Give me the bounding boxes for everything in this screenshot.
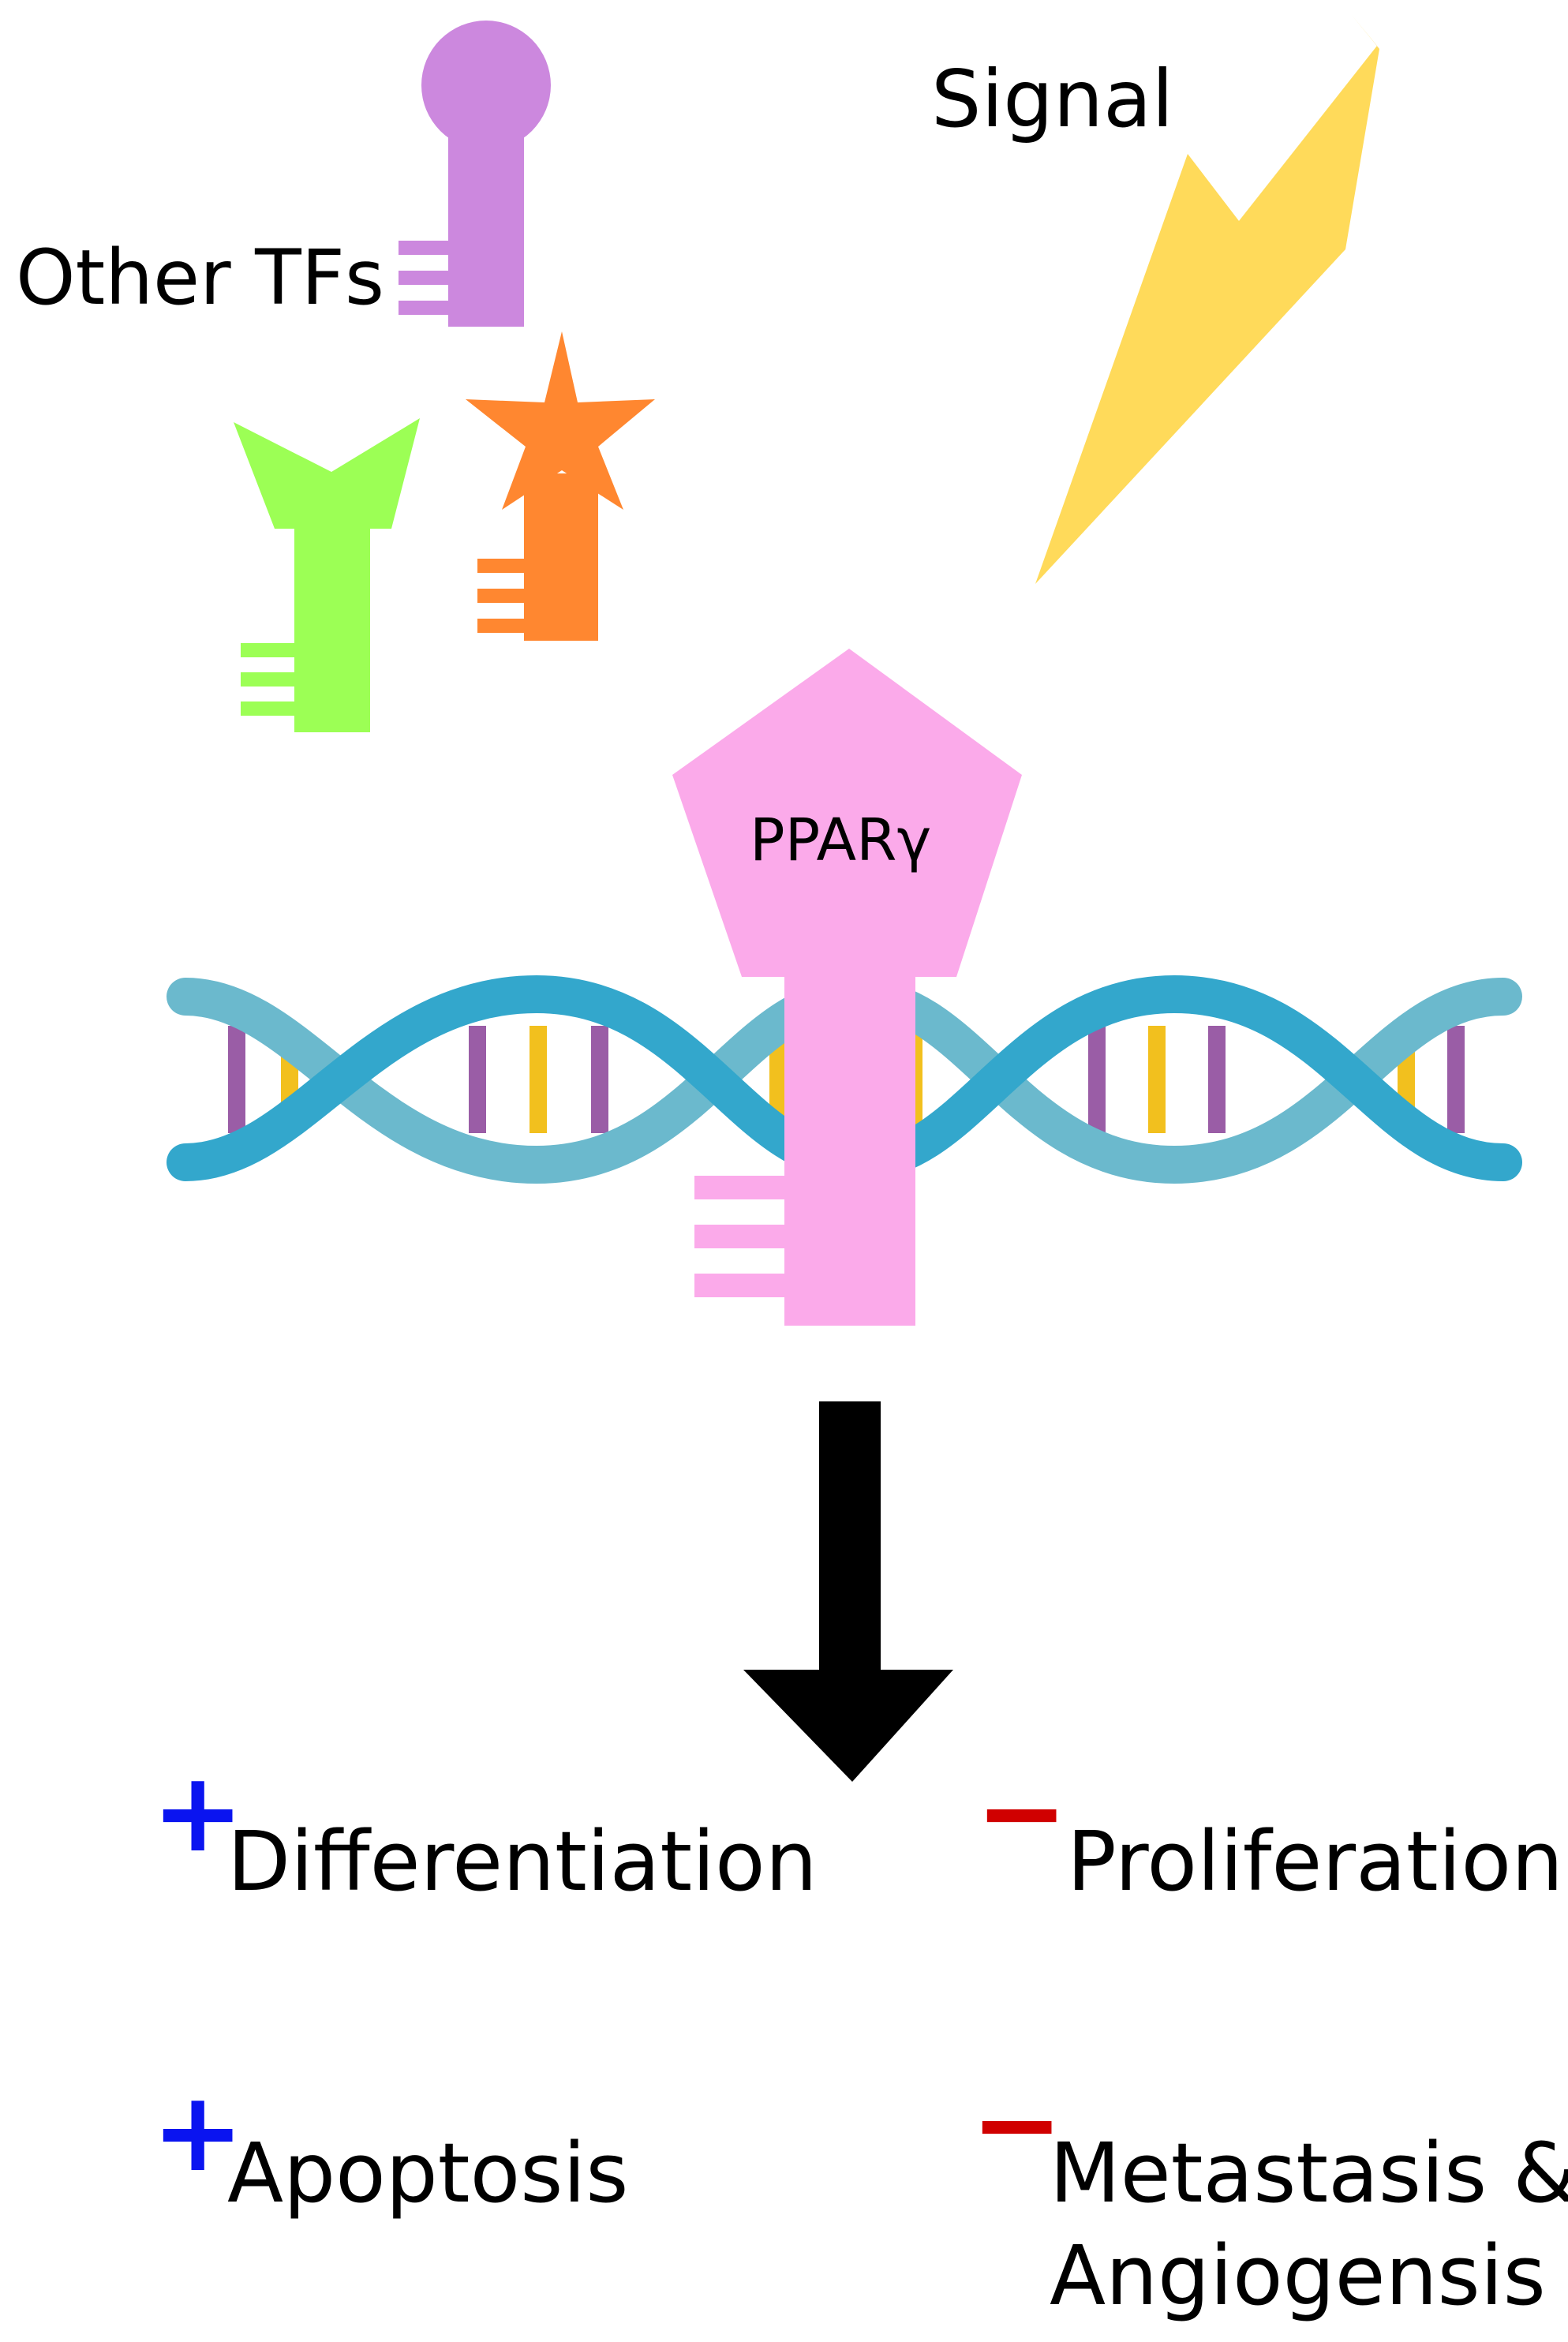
differentiation-plus-sign: + (152, 1749, 244, 1877)
proliferation-minus-sign: − (975, 1749, 1068, 1877)
dna-base-pairs (228, 1026, 1465, 1133)
signal-label: Signal (931, 53, 1173, 145)
orange-tf-shape (466, 331, 655, 641)
metastasis-label-line2: Angiogensis (1050, 2228, 1546, 2324)
ppar-label: PPARγ (750, 806, 931, 874)
metastasis-label-line1: Metastasis & (1050, 2125, 1568, 2221)
proliferation-label: Proliferation (1067, 1813, 1563, 1910)
green-tf-shape (234, 418, 420, 732)
metastasis-minus-sign: − (971, 2060, 1063, 2189)
ppar-gamma-shape (672, 649, 1022, 1326)
down-arrow-icon (743, 1401, 953, 1782)
apoptosis-plus-sign: + (152, 2068, 244, 2197)
purple-tf-shape (399, 21, 551, 327)
apoptosis-label: Apoptosis (227, 2125, 628, 2221)
differentiation-label: Differentiation (227, 1813, 818, 1910)
other-tfs-label: Other TFs (16, 234, 384, 322)
signal-lightning-icon (1035, 14, 1379, 584)
